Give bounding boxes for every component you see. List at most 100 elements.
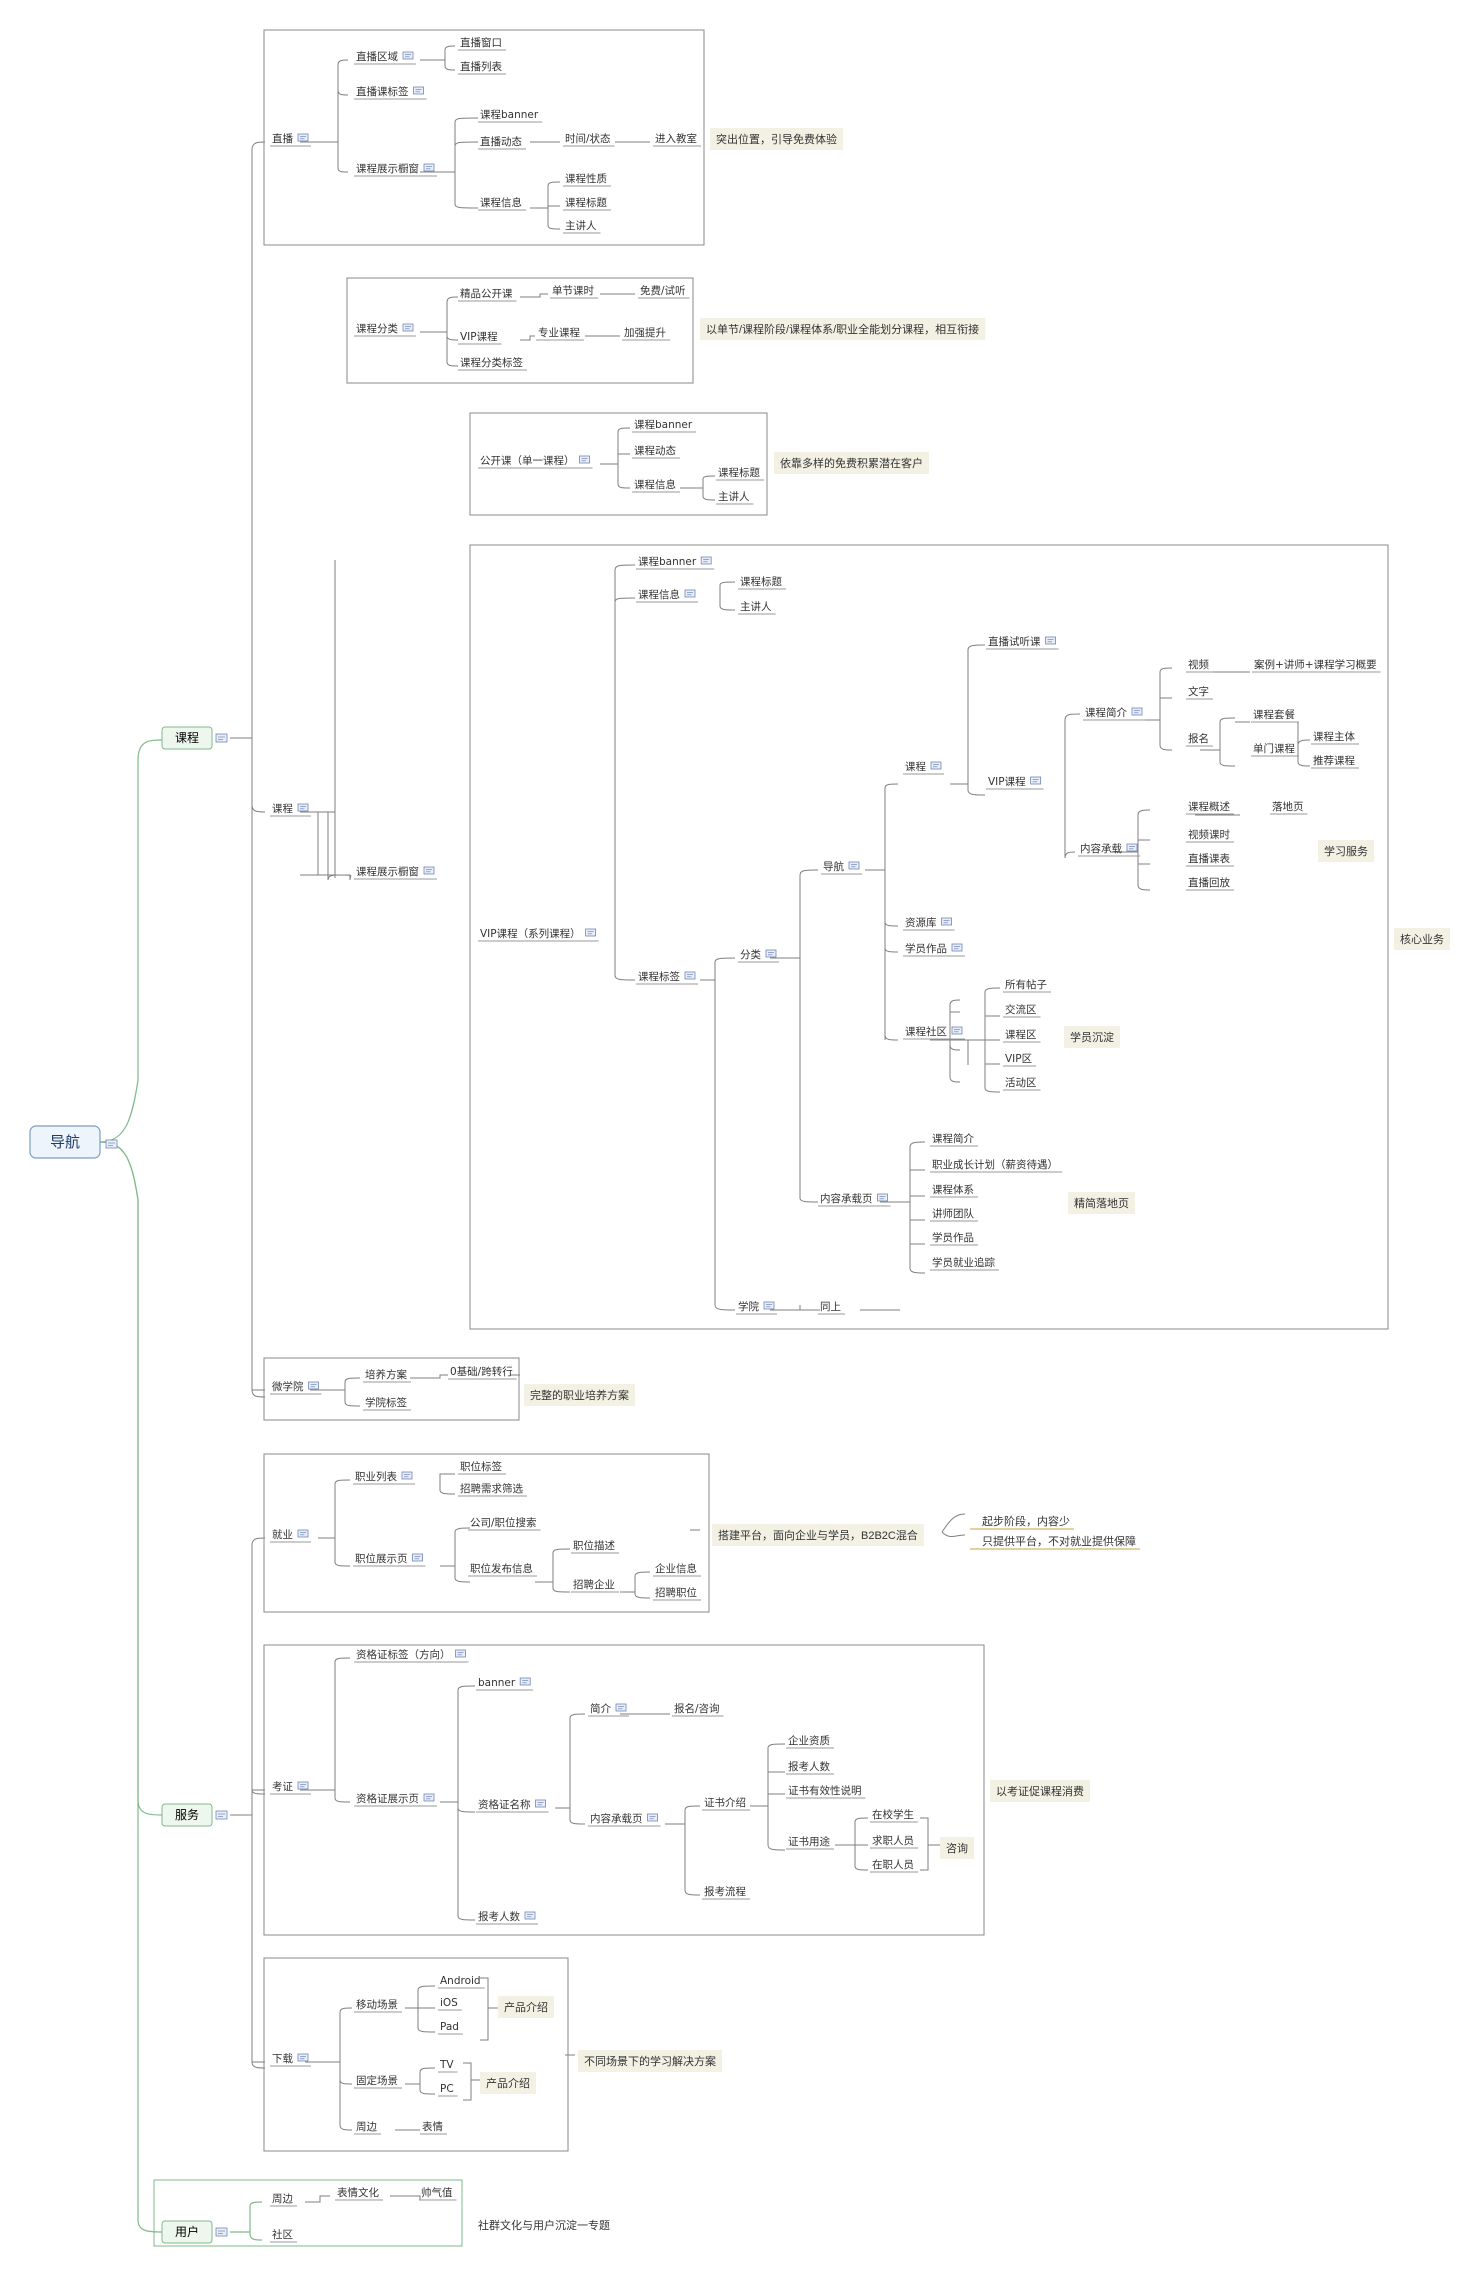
note-icon[interactable] bbox=[535, 1799, 546, 1808]
node-ios[interactable]: iOS bbox=[438, 1997, 462, 2011]
node-p-plan[interactable]: 职业成长计划（薪资待遇） bbox=[930, 1158, 1062, 1173]
node-cert-page[interactable]: 资格证展示页 bbox=[354, 1792, 437, 1807]
node-live-dynamic[interactable]: 直播动态 bbox=[478, 135, 526, 150]
node-video[interactable]: 视频 bbox=[1186, 658, 1213, 673]
note-icon[interactable] bbox=[1131, 707, 1143, 716]
node-p-works[interactable]: 学员作品 bbox=[930, 1231, 978, 1246]
note-icon[interactable] bbox=[412, 1553, 423, 1562]
note-icon[interactable] bbox=[700, 556, 712, 565]
node-signup[interactable]: 报名 bbox=[1186, 732, 1213, 747]
node-vip-speaker[interactable]: 主讲人 bbox=[738, 600, 776, 615]
node-vip-course[interactable]: VIP课程 bbox=[986, 776, 1044, 790]
node-subject[interactable]: 课程主体 bbox=[1311, 731, 1359, 745]
callout-public[interactable]: 依靠多样的免费积累潜在客户 bbox=[774, 452, 929, 474]
node-pub-dynamic[interactable]: 课程动态 bbox=[632, 444, 680, 459]
node-p-intro[interactable]: 课程简介 bbox=[930, 1132, 978, 1147]
callout-settle[interactable]: 学员沉淀 bbox=[1064, 1026, 1120, 1048]
node-emoji[interactable]: 表情 bbox=[420, 2120, 447, 2135]
node-recruit[interactable]: 招聘企业 bbox=[571, 1578, 619, 1593]
node-c-video[interactable]: 视频课时 bbox=[1186, 828, 1234, 843]
note-icon[interactable] bbox=[413, 86, 424, 95]
node-c-desc[interactable]: 课程概述 bbox=[1186, 800, 1234, 815]
node-fixed[interactable]: 固定场景 bbox=[354, 2074, 402, 2089]
node-plan[interactable]: 培养方案 bbox=[363, 1368, 411, 1383]
note-icon[interactable] bbox=[423, 1793, 435, 1802]
node-activity[interactable]: 活动区 bbox=[1003, 1077, 1041, 1091]
note-icon[interactable] bbox=[684, 971, 696, 980]
callout-user[interactable]: 社群文化与用户沉淀一专题 bbox=[478, 2218, 610, 2232]
note-icon[interactable] bbox=[297, 803, 309, 812]
node-cls-pro[interactable]: 专业课程 bbox=[536, 326, 584, 341]
branch-user[interactable]: 用户 bbox=[161, 2220, 228, 2244]
node-cert-name[interactable]: 资格证名称 bbox=[476, 1798, 549, 1813]
note-icon[interactable] bbox=[297, 2053, 309, 2062]
node-cert-signup[interactable]: 报名/咨询 bbox=[672, 1702, 724, 1717]
node-vip-title[interactable]: 课程标题 bbox=[738, 576, 786, 590]
node-cert-desc[interactable]: 证书介绍 bbox=[702, 1796, 750, 1811]
node-job-list[interactable]: 职业列表 bbox=[353, 1470, 415, 1485]
node-vip[interactable]: VIP课程（系列课程） bbox=[478, 927, 599, 942]
callout-micro[interactable]: 完整的职业培养方案 bbox=[524, 1384, 635, 1406]
node-cert-carrier[interactable]: 内容承载页 bbox=[588, 1812, 661, 1827]
node-live-title[interactable]: 课程标题 bbox=[563, 197, 611, 211]
node-job-page[interactable]: 职位展示页 bbox=[353, 1552, 426, 1567]
callout-job-note2[interactable]: 只提供平台，不对就业提供保障 bbox=[970, 1534, 1140, 1550]
node-text[interactable]: 文字 bbox=[1186, 685, 1213, 700]
node-vip-info[interactable]: 课程信息 bbox=[636, 588, 698, 603]
node-cert-intro[interactable]: 简介 bbox=[588, 1702, 629, 1717]
node-live-info[interactable]: 课程信息 bbox=[478, 196, 526, 211]
node-android[interactable]: Android bbox=[438, 1975, 485, 1989]
callout-landing[interactable]: 精简落地页 bbox=[1068, 1192, 1135, 1214]
node-vip-tags[interactable]: 课程标签 bbox=[636, 970, 698, 985]
node-u-culture[interactable]: 表情文化 bbox=[335, 2186, 383, 2201]
note-icon[interactable] bbox=[297, 133, 309, 142]
node-live-showcase[interactable]: 课程展示橱窗 bbox=[354, 162, 437, 177]
node-banner[interactable]: banner bbox=[476, 1677, 534, 1691]
node-student[interactable]: 在校学生 bbox=[870, 1808, 918, 1823]
note-icon[interactable] bbox=[684, 589, 696, 598]
note-icon[interactable] bbox=[524, 1911, 536, 1920]
node-pc[interactable]: PC bbox=[438, 2083, 458, 2097]
node-u-handsome[interactable]: 帅气值 bbox=[419, 2186, 457, 2201]
node-all-posts[interactable]: 所有帖子 bbox=[1003, 978, 1051, 993]
note-icon[interactable] bbox=[215, 733, 228, 743]
node-cert-count[interactable]: 报考人数 bbox=[786, 1760, 834, 1775]
callout-mobile-product[interactable]: 产品介绍 bbox=[498, 1996, 554, 2018]
node-cls-tags[interactable]: 课程分类标签 bbox=[458, 356, 527, 371]
node-cls[interactable]: 课程分类 bbox=[354, 322, 416, 337]
node-pub-banner[interactable]: 课程banner bbox=[632, 419, 697, 433]
node-live-nature[interactable]: 课程性质 bbox=[563, 172, 611, 187]
node-c-replay[interactable]: 直播回放 bbox=[1186, 876, 1234, 891]
node-employee[interactable]: 在职人员 bbox=[870, 1859, 918, 1873]
note-icon[interactable] bbox=[579, 455, 590, 464]
callout-live[interactable]: 突出位置，引导免费体验 bbox=[710, 128, 843, 150]
node-c-schedule[interactable]: 直播课表 bbox=[1186, 852, 1234, 867]
branch-course[interactable]: 课程 bbox=[161, 726, 228, 750]
node-cls-vip[interactable]: VIP课程 bbox=[458, 331, 502, 345]
note-icon[interactable] bbox=[647, 1813, 658, 1822]
note-icon[interactable] bbox=[763, 1301, 775, 1310]
node-p-employ[interactable]: 学员就业追踪 bbox=[930, 1256, 999, 1271]
callout-download[interactable]: 不同场景下的学习解决方案 bbox=[578, 2050, 722, 2072]
node-single[interactable]: 单门课程 bbox=[1251, 742, 1299, 757]
node-micro[interactable]: 微学院 bbox=[270, 1380, 322, 1395]
node-mobile[interactable]: 移动场景 bbox=[354, 1998, 402, 2013]
node-seeker[interactable]: 求职人员 bbox=[870, 1835, 918, 1849]
note-icon[interactable] bbox=[423, 163, 435, 172]
node-course[interactable]: 课程 bbox=[270, 803, 311, 817]
note-icon[interactable] bbox=[1126, 843, 1138, 852]
note-icon[interactable] bbox=[951, 1026, 963, 1035]
note-icon[interactable] bbox=[951, 943, 963, 952]
node-applicants[interactable]: 报考人数 bbox=[476, 1910, 538, 1925]
node-plan-detail[interactable]: 0基础/跨转行 bbox=[448, 1365, 517, 1380]
node-job-desc[interactable]: 职位描述 bbox=[571, 1539, 619, 1554]
node-landing[interactable]: 落地页 bbox=[1270, 800, 1308, 815]
callout-study[interactable]: 学习服务 bbox=[1318, 840, 1374, 862]
node-cert-valid[interactable]: 证书有效性说明 bbox=[786, 1784, 866, 1799]
note-icon[interactable] bbox=[941, 917, 952, 926]
node-live-banner[interactable]: 课程banner bbox=[478, 109, 543, 123]
note-icon[interactable] bbox=[423, 866, 435, 875]
node-job-tags[interactable]: 职位标签 bbox=[458, 1460, 506, 1475]
node-course-area[interactable]: 课程区 bbox=[1003, 1029, 1041, 1043]
note-icon[interactable] bbox=[297, 1781, 309, 1790]
